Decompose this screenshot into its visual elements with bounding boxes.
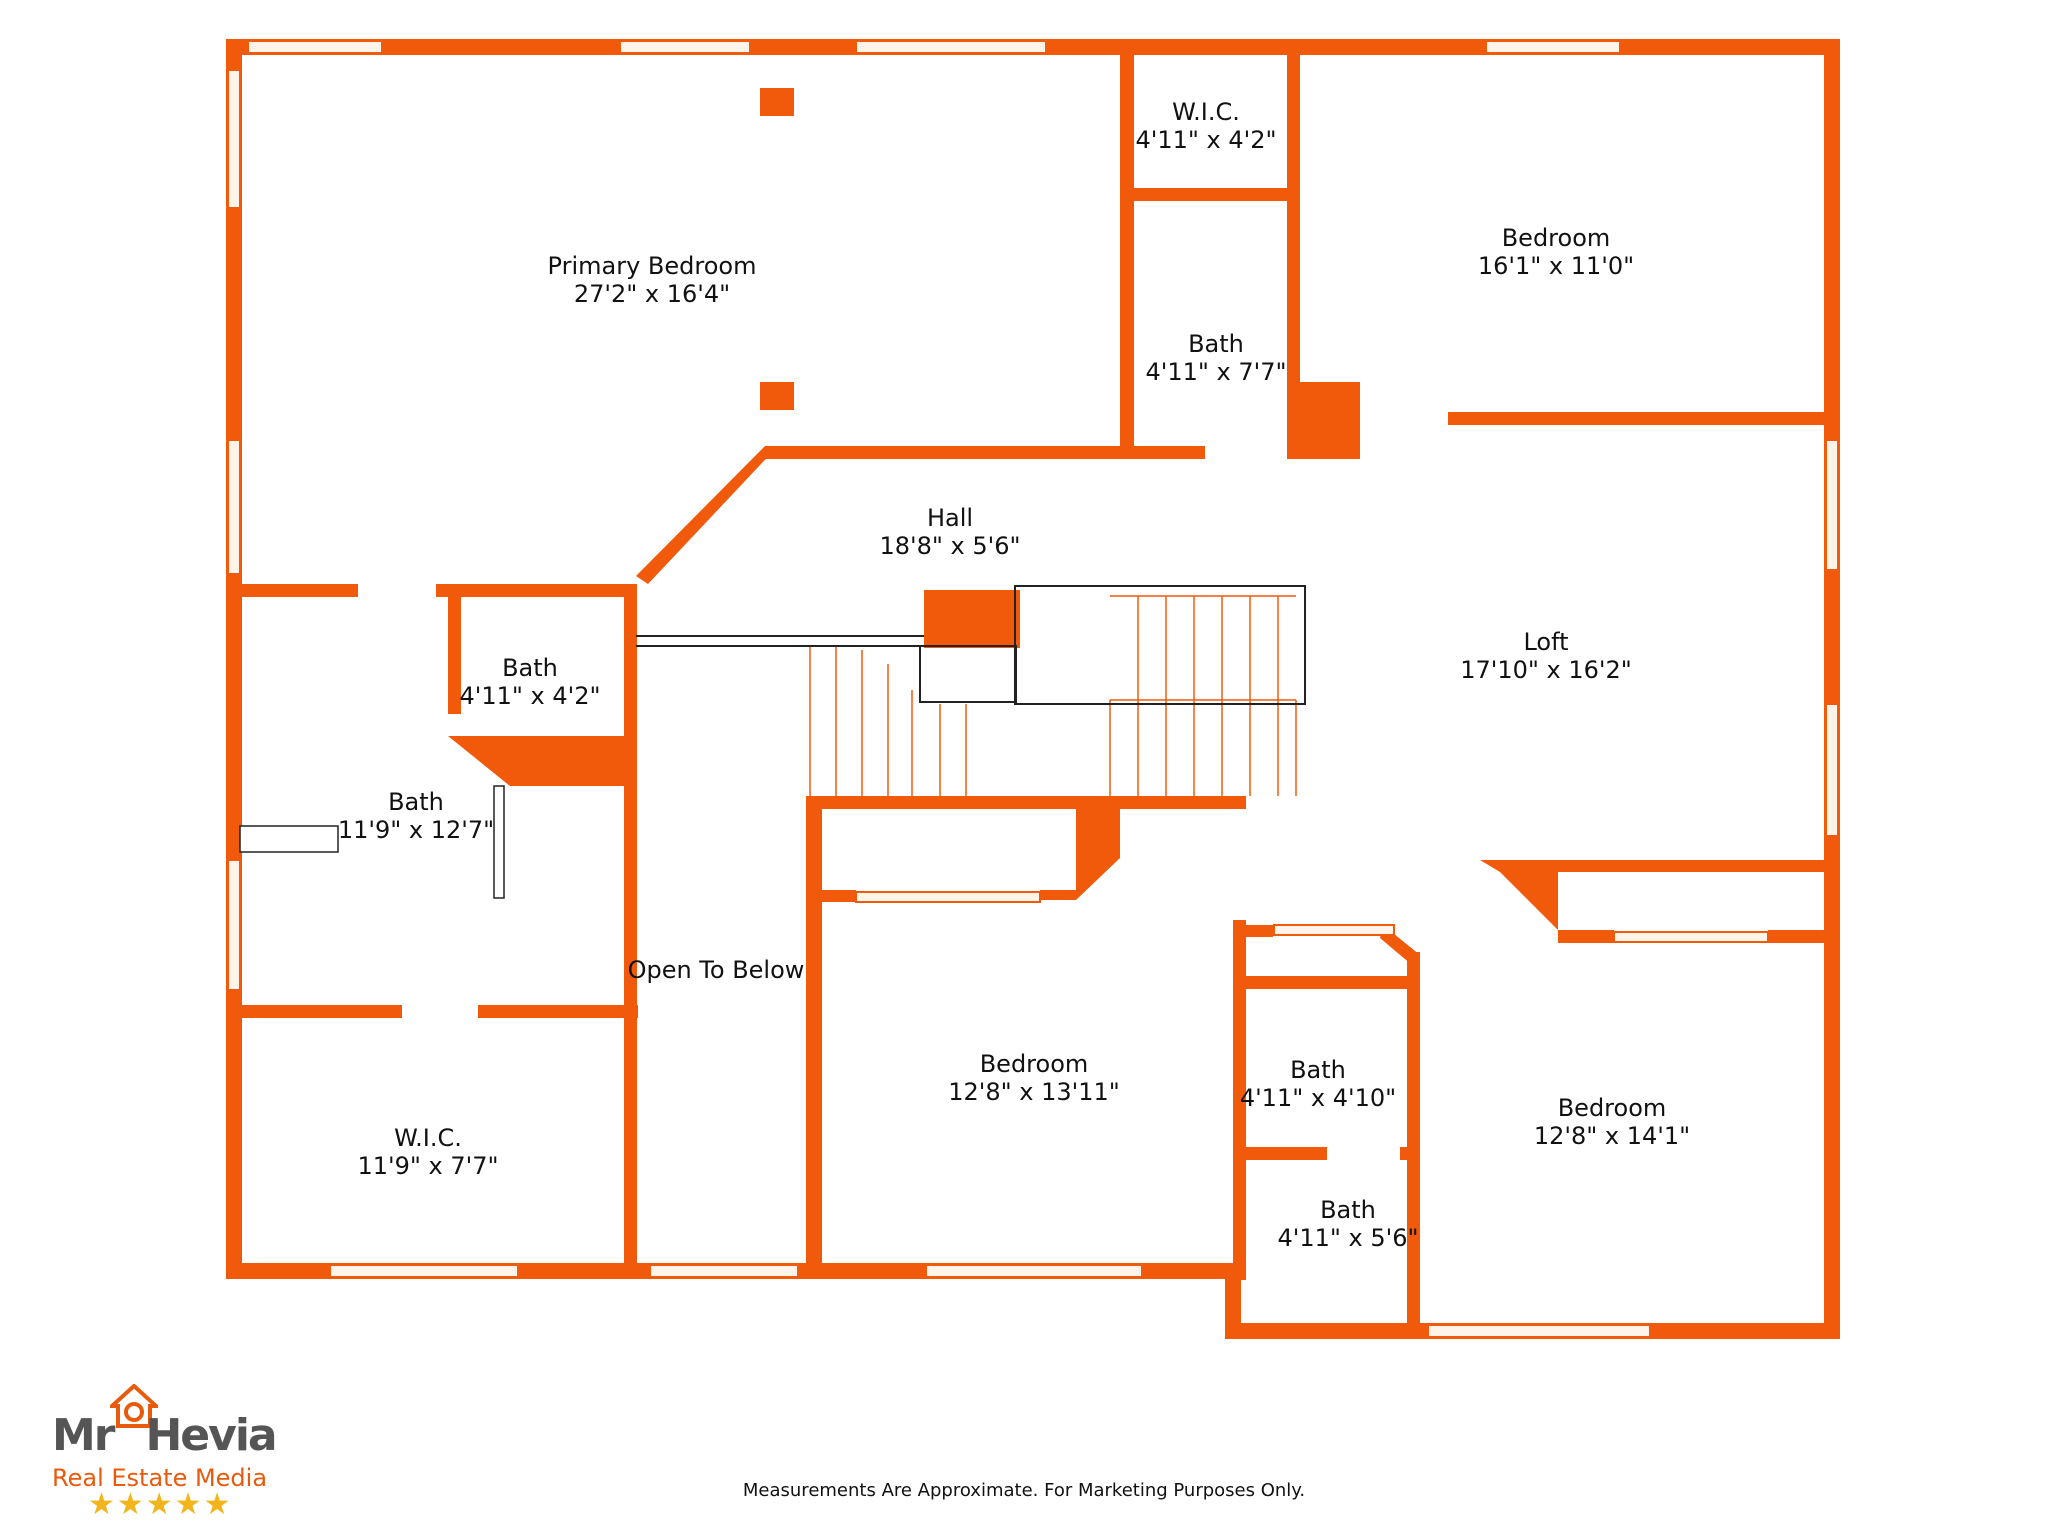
room-dims: 4'11" x 7'7": [1145, 358, 1286, 386]
room-dims: 16'1" x 11'0": [1478, 252, 1634, 280]
room-dims: 18'8" x 5'6": [879, 532, 1020, 560]
room-dims: 4'11" x 5'6": [1277, 1224, 1418, 1252]
room-name: W.I.C.: [1172, 98, 1240, 126]
room-dims: 11'9" x 7'7": [357, 1152, 498, 1180]
stairs: [809, 595, 1297, 796]
room-dims: 11'9" x 12'7": [338, 816, 494, 844]
logo-name-right: Hevia: [145, 1410, 277, 1461]
room-dims: 4'11" x 4'10": [1240, 1084, 1396, 1112]
room-name: Loft: [1523, 628, 1568, 656]
room-dims: 4'11" x 4'2": [1135, 126, 1276, 154]
walls: [226, 39, 1840, 1339]
disclaimer: Measurements Are Approximate. For Market…: [742, 1480, 1306, 1501]
star-rating-icon: ★★★★★: [88, 1487, 233, 1522]
room-name: Bath: [1320, 1196, 1376, 1224]
room-dims: 4'11" x 4'2": [459, 682, 600, 710]
room-name: Open To Below: [628, 956, 805, 984]
room-labels: Primary Bedroom 27'2" x 16'4" W.I.C. 4'1…: [338, 98, 1690, 1252]
fixtures: [239, 785, 505, 899]
room-name: Primary Bedroom: [548, 252, 757, 280]
room-dims: 27'2" x 16'4": [574, 280, 730, 308]
room-dims: 17'10" x 16'2": [1460, 656, 1632, 684]
house-camera-icon: [110, 1384, 158, 1428]
windows: [227, 40, 1839, 1338]
room-dims: 12'8" x 14'1": [1534, 1122, 1690, 1150]
company-logo: Mr Hevia Real Estate Media ★★★★★: [48, 1384, 288, 1524]
logo-name: Mr Hevia: [52, 1410, 278, 1461]
room-name: Hall: [927, 504, 973, 532]
room-name: Bedroom: [980, 1050, 1089, 1078]
logo-subtitle: Real Estate Media: [52, 1464, 268, 1492]
room-name: Bath: [1290, 1056, 1346, 1084]
room-dims: 12'8" x 13'11": [948, 1078, 1120, 1106]
room-name: Bath: [1188, 330, 1244, 358]
room-name: Bedroom: [1558, 1094, 1667, 1122]
room-name: Bath: [388, 788, 444, 816]
room-name: Bedroom: [1502, 224, 1611, 252]
room-name: W.I.C.: [394, 1124, 462, 1152]
logo-name-left: Mr: [52, 1410, 116, 1461]
stair-outlines: [636, 585, 1306, 705]
room-name: Bath: [502, 654, 558, 682]
